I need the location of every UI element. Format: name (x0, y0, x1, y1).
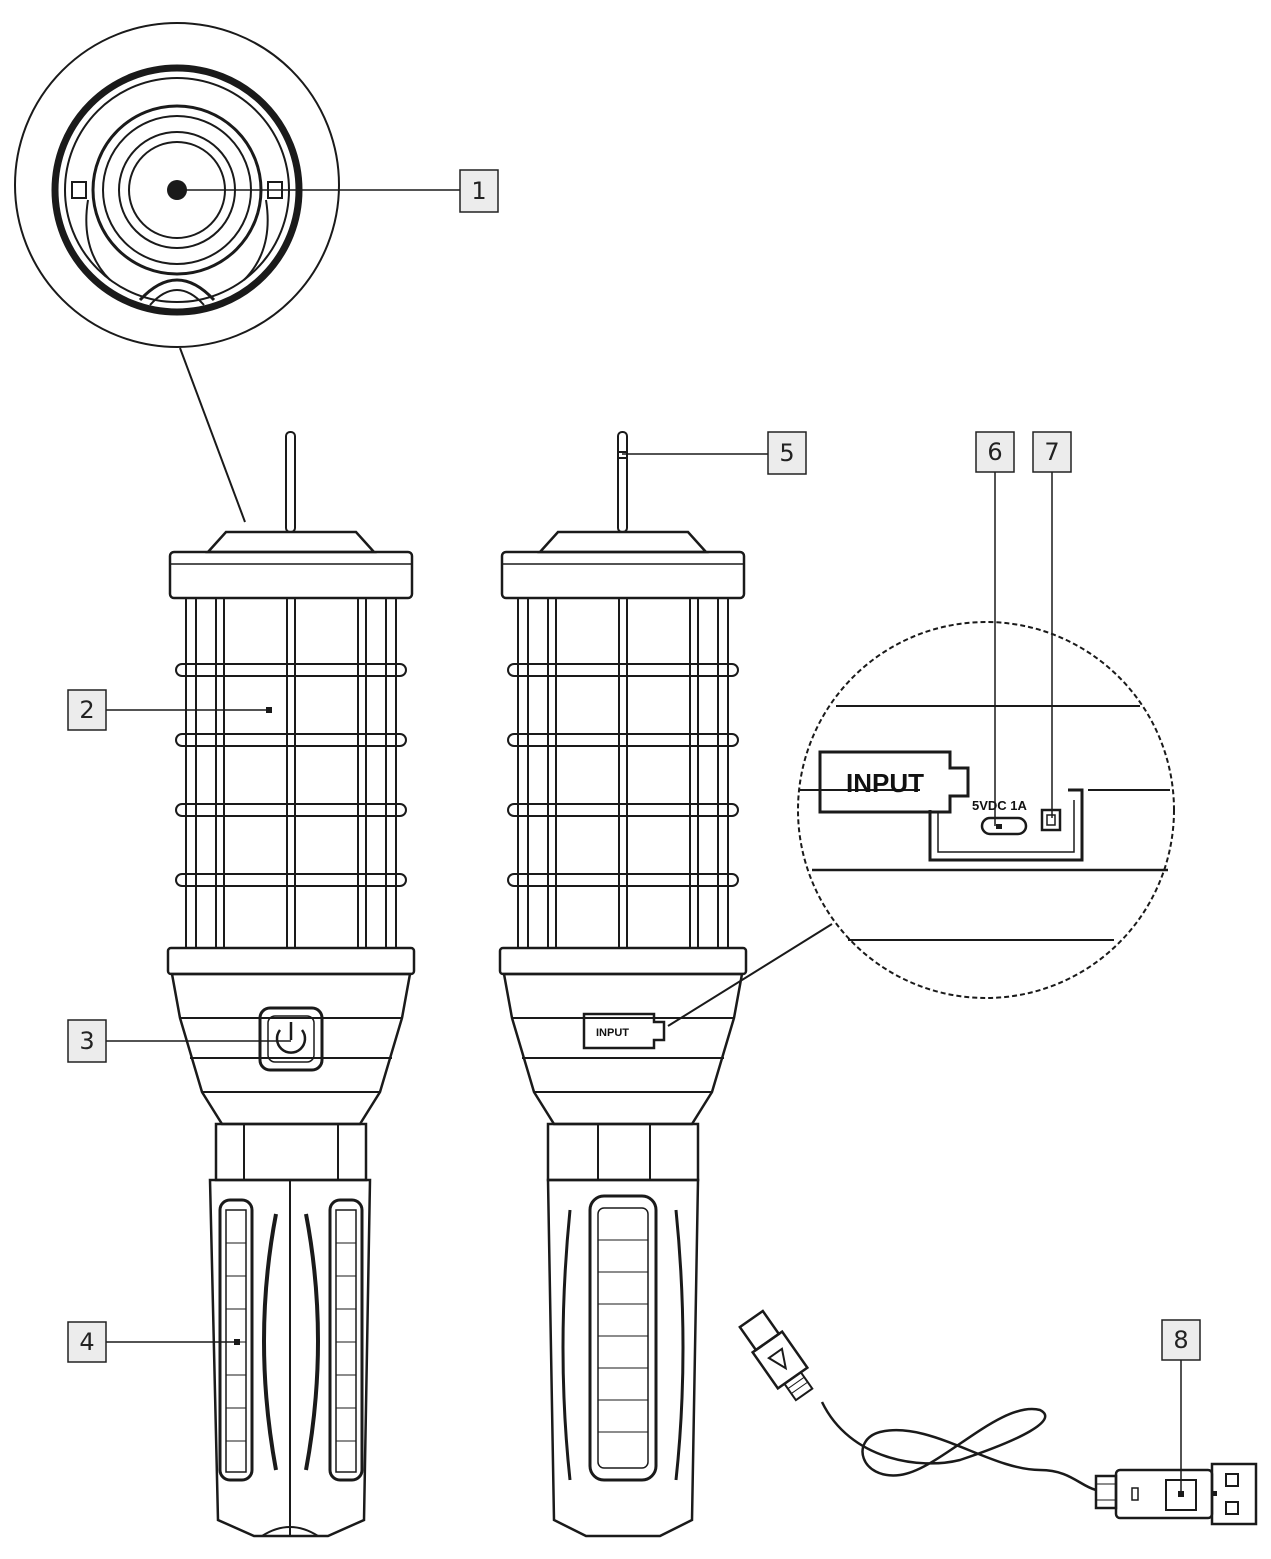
input-port-cover-small: INPUT (582, 1012, 666, 1050)
callout-8-label: 8 (1173, 1326, 1188, 1354)
usb-a-plug-drawing (1094, 1462, 1258, 1526)
callout-4: 4 (67, 1321, 107, 1363)
callout-2: 2 (67, 689, 107, 731)
port-rating-label: 5VDC 1A (972, 798, 1028, 813)
callout-6-label: 6 (987, 438, 1002, 466)
callout-8: 8 (1161, 1319, 1201, 1361)
leader-lines (106, 189, 1182, 1494)
power-button-drawing (258, 1006, 324, 1072)
callout-5: 5 (767, 431, 807, 475)
callout-1-label: 1 (471, 177, 486, 205)
input-label-small: INPUT (596, 1027, 629, 1039)
input-detail-circle: INPUT 5VDC 1A (667, 621, 1175, 1027)
lamp-front-view (166, 431, 416, 1538)
input-port-cover-large: INPUT (818, 750, 970, 814)
charging-indicator-drawing (1040, 808, 1062, 832)
callout-1: 1 (459, 169, 499, 213)
top-detail-circle (14, 22, 340, 523)
callout-2-label: 2 (79, 696, 94, 724)
usb-c-port-drawing (980, 816, 1028, 836)
callout-7: 7 (1032, 431, 1072, 473)
input-label-large: INPUT (846, 768, 924, 798)
callout-3: 3 (67, 1019, 107, 1063)
callout-3-label: 3 (79, 1027, 94, 1055)
hanging-hook-left (285, 431, 296, 533)
callout-7-label: 7 (1044, 438, 1059, 466)
callout-5-label: 5 (779, 439, 794, 467)
callout-6: 6 (975, 431, 1015, 473)
lamp-back-view: INPUT (498, 431, 748, 1538)
callout-4-label: 4 (79, 1328, 94, 1356)
